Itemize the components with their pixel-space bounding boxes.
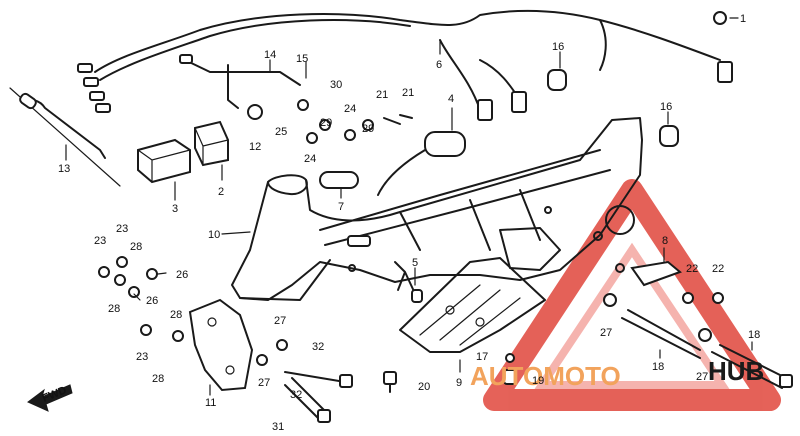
bolt-19 — [503, 369, 517, 385]
callout-24b: 24 — [304, 153, 316, 165]
callout-4: 4 — [448, 93, 454, 105]
callout-11: 11 — [205, 397, 216, 409]
engine-bracket-11 — [188, 298, 254, 392]
callout-21b: 21 — [402, 87, 414, 99]
callout-5: 5 — [412, 257, 418, 269]
callout-22a: 22 — [686, 263, 698, 275]
fasteners — [98, 11, 727, 384]
callout-16b: 16 — [660, 101, 672, 113]
callout-20: 20 — [418, 381, 430, 393]
callout-26a: 26 — [176, 269, 188, 281]
callout-8: 8 — [662, 235, 668, 247]
watermark-text: AUTOMOTO HUB — [470, 356, 764, 391]
sensor-13 — [9, 87, 121, 187]
module-3 — [137, 138, 191, 184]
bracket-8 — [630, 260, 682, 287]
callout-21a: 21 — [376, 89, 388, 101]
fitting-5 — [394, 261, 423, 303]
callout-29b: 29 — [362, 123, 374, 135]
module-2 — [194, 120, 229, 167]
fwd-label: FWD — [41, 384, 69, 405]
callout-12: 12 — [249, 141, 261, 153]
ignition-coil-4 — [377, 131, 466, 196]
callout-23c: 23 — [136, 351, 148, 363]
callout-30: 30 — [330, 79, 342, 91]
main-frame-10 — [231, 117, 643, 301]
callout-27c: 27 — [600, 327, 612, 339]
callout-27a: 27 — [274, 315, 286, 327]
callout-6: 6 — [436, 59, 442, 71]
long-bolts — [284, 309, 793, 423]
callout-7: 7 — [338, 201, 344, 213]
callout-22b: 22 — [712, 263, 724, 275]
callout-19: 19 — [532, 375, 544, 387]
callout-23a: 23 — [94, 235, 106, 247]
callout-17: 17 — [476, 351, 488, 363]
grommet-16 — [547, 69, 679, 147]
callout-28c: 28 — [170, 309, 182, 321]
callout-15: 15 — [296, 53, 308, 65]
callout-14: 14 — [264, 49, 276, 61]
callout-28b: 28 — [108, 303, 120, 315]
callout-9: 9 — [456, 377, 462, 389]
bracket-14 — [179, 54, 301, 109]
callout-25: 25 — [275, 126, 287, 138]
callout-2: 2 — [218, 186, 224, 198]
callout-24a: 24 — [344, 103, 356, 115]
callout-29a: 29 — [320, 117, 332, 129]
forward-direction-arrow: FWD — [27, 384, 73, 412]
callout-10: 10 — [208, 229, 220, 241]
bolt-20 — [383, 371, 397, 393]
callout-13: 13 — [58, 163, 70, 175]
callout-27b: 27 — [258, 377, 270, 389]
callout-1: 1 — [740, 13, 746, 25]
watermark-triangle — [483, 179, 781, 411]
watermark-brand-suffix: HUB — [708, 356, 764, 386]
callout-3: 3 — [172, 203, 178, 215]
wire-harness-6 — [77, 9, 733, 121]
callout-32b: 32 — [290, 389, 302, 401]
callout-28a: 28 — [130, 241, 142, 253]
callout-18b: 18 — [748, 329, 760, 341]
callout-18a: 18 — [652, 361, 664, 373]
watermark-brand: AUTOMOTO — [470, 361, 621, 391]
callout-26b: 26 — [146, 295, 158, 307]
cover-7 — [319, 171, 359, 189]
callouts: 1 2 3 4 5 6 7 8 9 10 11 12 13 14 15 16 1… — [58, 13, 760, 433]
callout-16a: 16 — [552, 41, 564, 53]
callout-31: 31 — [272, 421, 284, 433]
callout-27d: 27 — [696, 371, 708, 383]
callout-28d: 28 — [152, 373, 164, 385]
callout-32a: 32 — [312, 341, 324, 353]
leader-lines — [65, 17, 753, 396]
callout-23b: 23 — [116, 223, 128, 235]
skid-plate-9 — [399, 257, 546, 353]
